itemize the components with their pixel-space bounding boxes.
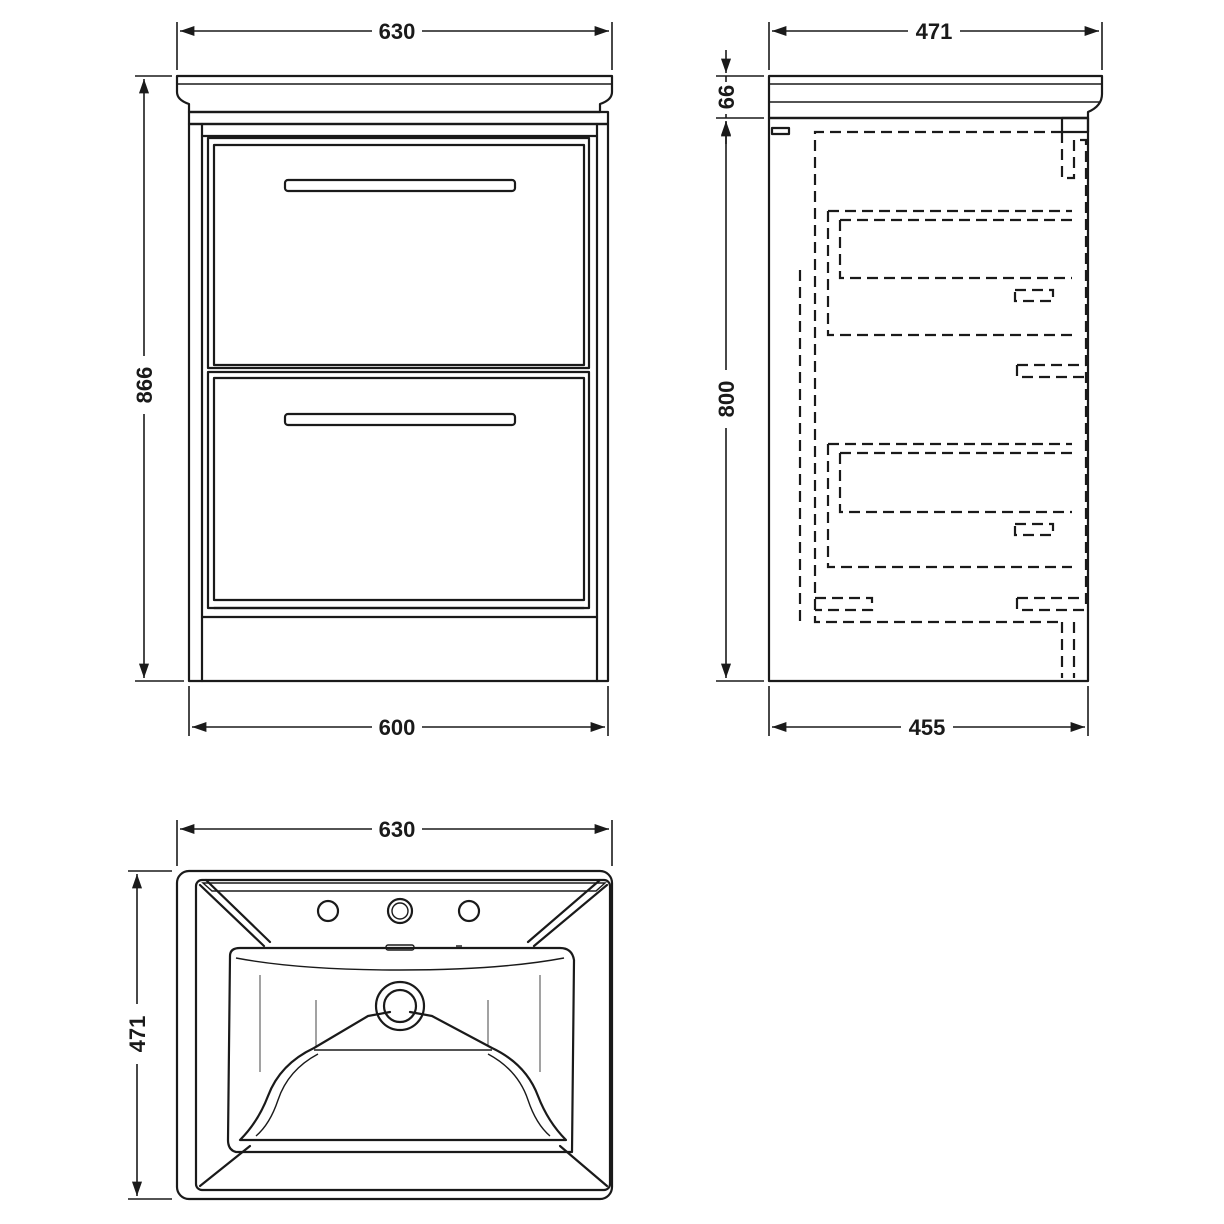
side-dimension-66: 66 bbox=[711, 50, 764, 144]
front-dimension-600: 600 bbox=[188, 686, 609, 741]
front-cabinet-carcass bbox=[187, 122, 610, 683]
side-hidden-drawer-bottom bbox=[826, 442, 1072, 569]
front-drawer-top-handle bbox=[283, 178, 517, 193]
front-dimension-630: 630 bbox=[176, 16, 613, 70]
plan-dimension-630: 630 bbox=[176, 815, 613, 866]
side-cabinet-depth-label: 455 bbox=[909, 715, 946, 740]
front-dimension-866: 866 bbox=[130, 75, 184, 682]
side-basin bbox=[767, 74, 1104, 120]
front-drawer-top bbox=[206, 136, 591, 370]
plan-view bbox=[175, 869, 614, 1201]
plan-bowl-contour bbox=[238, 1010, 568, 1142]
plan-dimension-471: 471 bbox=[123, 870, 172, 1200]
front-total-height-label: 866 bbox=[132, 367, 157, 404]
tap-hole-left bbox=[316, 899, 340, 923]
side-dimension-800: 800 bbox=[711, 122, 764, 682]
tap-hole-right bbox=[457, 899, 481, 923]
front-drawer-bottom bbox=[206, 370, 591, 610]
side-view bbox=[767, 74, 1104, 683]
front-basin-width-label: 630 bbox=[379, 19, 416, 44]
side-overflow-tab bbox=[770, 126, 791, 136]
plan-basin-bowl bbox=[226, 946, 576, 1154]
plan-basin-outline bbox=[175, 869, 614, 1201]
plan-basin-depth-label: 471 bbox=[125, 1016, 150, 1053]
side-basin-height-label: 66 bbox=[714, 85, 739, 109]
front-cabinet-width-label: 600 bbox=[379, 715, 416, 740]
side-cabinet-carcass bbox=[767, 116, 1090, 683]
plan-basin-width-label: 630 bbox=[379, 817, 416, 842]
side-dimension-455: 455 bbox=[768, 686, 1089, 741]
tap-hole-centre bbox=[386, 897, 414, 925]
front-view bbox=[175, 74, 614, 683]
side-basin-depth-label: 471 bbox=[916, 19, 953, 44]
front-drawer-bottom-handle bbox=[283, 412, 517, 427]
front-basin-collar bbox=[187, 110, 610, 126]
side-dimension-471: 471 bbox=[768, 16, 1103, 70]
side-hidden-carcass bbox=[813, 130, 1062, 624]
side-cabinet-height-label: 800 bbox=[714, 381, 739, 418]
waste-outlet bbox=[374, 980, 426, 1032]
front-basin-rim bbox=[175, 74, 614, 114]
side-hidden-drawer-top bbox=[826, 209, 1072, 337]
